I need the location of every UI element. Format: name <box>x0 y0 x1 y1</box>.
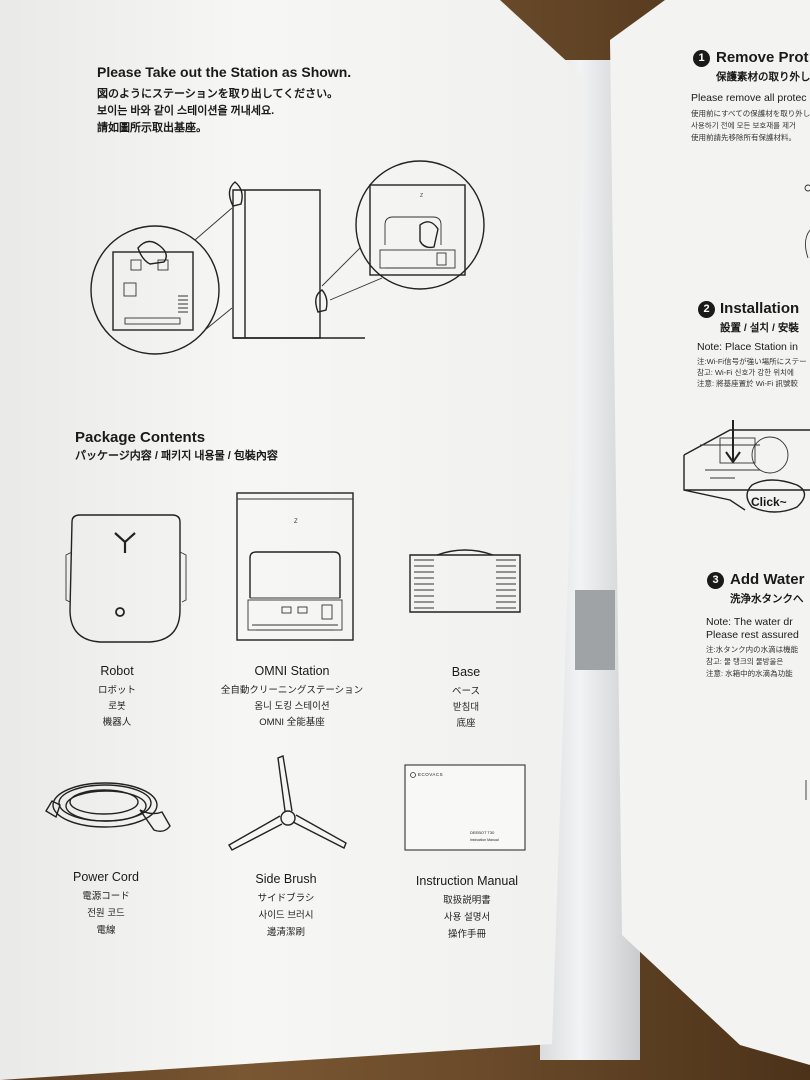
omni-station-illustration: Z <box>236 492 354 641</box>
item-omni-station-ja: 全自動クリーニングステーション <box>220 685 364 696</box>
take-out-zh: 請如圖所示取出基座。 <box>97 122 207 134</box>
item-robot-name: Robot <box>100 664 134 678</box>
take-out-ja: 図のようにステーションを取り出してください。 <box>97 88 339 100</box>
step2-number: 2 <box>698 301 715 318</box>
step2-line4: 注意: 將基座置於 Wi-Fi 訊號較 <box>697 379 798 388</box>
foam-shadow <box>575 590 615 670</box>
item-omni-station-zh: OMNI 全能基座 <box>259 717 325 728</box>
item-robot-ko: 로봇 <box>108 701 126 712</box>
package-contents-title: Package Contents <box>75 429 206 446</box>
step1-title: Remove Prot <box>716 49 809 66</box>
step3-note1: Note: The water dr <box>706 616 793 628</box>
take-out-title: Please Take out the Station as Shown. <box>97 64 352 80</box>
item-robot-zh: 機器人 <box>102 717 132 728</box>
step3-note2: Please rest assured <box>706 629 799 641</box>
step2-line3: 참고: Wi-Fi 신호가 강한 위치에 <box>697 368 794 377</box>
take-out-ko: 보이는 바와 같이 스테이션을 꺼내세요. <box>97 105 275 117</box>
step3-line3: 注:水タンク内の水滴は機能 <box>706 645 799 654</box>
step2-line2: 注:Wi-Fi信号が強い場所にステー <box>697 357 807 366</box>
step3-subtitle: 洗浄水タンクへ <box>730 593 804 605</box>
item-side-brush-ko: 사이드 브러시 <box>258 910 314 921</box>
item-instruction-manual-ko: 사용 설명서 <box>443 912 491 923</box>
item-side-brush-zh: 邊清潔刷 <box>266 927 306 938</box>
instruction-manual-illustration <box>404 764 526 851</box>
item-instruction-manual-zh: 操作手冊 <box>447 929 487 940</box>
step1-line2: 使用前にすべての保護材を取り外し <box>691 109 810 118</box>
click-label: Click~ <box>751 495 787 509</box>
power-cord-illustration <box>45 782 171 833</box>
step3-line5: 注意: 水箱中的水滴為功能 <box>706 669 793 678</box>
item-base-ja: ベース <box>451 686 481 697</box>
item-robot-ja: ロボット <box>97 685 137 696</box>
side-brush-illustration <box>228 755 347 851</box>
step2-subtitle: 設置 / 설치 / 安裝 <box>720 322 799 334</box>
step1-line3: 사용하기 전에 모든 보호재를 제거 <box>691 121 796 130</box>
svg-text:Z: Z <box>294 519 298 525</box>
step1-number: 1 <box>693 50 710 67</box>
step1-subtitle: 保護素材の取り外し <box>716 71 810 83</box>
step3-number: 3 <box>707 572 724 589</box>
item-power-cord-ja: 電源コード <box>82 891 130 902</box>
package-contents-subtitle: パッケージ内容 / 패키지 내용물 / 包裝內容 <box>75 450 278 462</box>
step3-title: Add Water <box>730 571 805 588</box>
manual-caption: Instruction Manual <box>470 838 499 842</box>
robot-illustration <box>65 514 187 643</box>
item-instruction-manual-name: Instruction Manual <box>415 874 519 888</box>
step2-note: Note: Place Station in <box>697 341 798 353</box>
step1-line4: 使用前請先移除所有保護材料。 <box>691 133 796 142</box>
item-side-brush-name: Side Brush <box>255 872 317 886</box>
item-power-cord-ko: 전원 코드 <box>87 908 125 919</box>
item-side-brush-ja: サイドブラシ <box>257 893 315 904</box>
manual-brand: ECOVACS <box>418 772 444 777</box>
svg-text:Z: Z <box>420 193 423 199</box>
item-base-name: Base <box>451 665 481 679</box>
step1-line1: Please remove all protec <box>691 92 807 104</box>
item-omni-station-name: OMNI Station <box>254 664 330 678</box>
step2-title: Installation <box>720 300 800 317</box>
item-omni-station-ko: 옴니 도킹 스테이션 <box>254 701 330 712</box>
step3-line4: 참고: 물 탱크의 물방울은 <box>706 657 784 666</box>
item-base-ko: 받침대 <box>452 702 480 713</box>
item-power-cord-name: Power Cord <box>73 870 139 884</box>
item-power-cord-zh: 電線 <box>96 925 116 936</box>
item-base-zh: 底座 <box>456 718 476 729</box>
base-illustration <box>409 549 521 613</box>
item-instruction-manual-ja: 取扱説明書 <box>443 895 491 906</box>
manual-model: DEEBOT T30 <box>470 830 495 835</box>
